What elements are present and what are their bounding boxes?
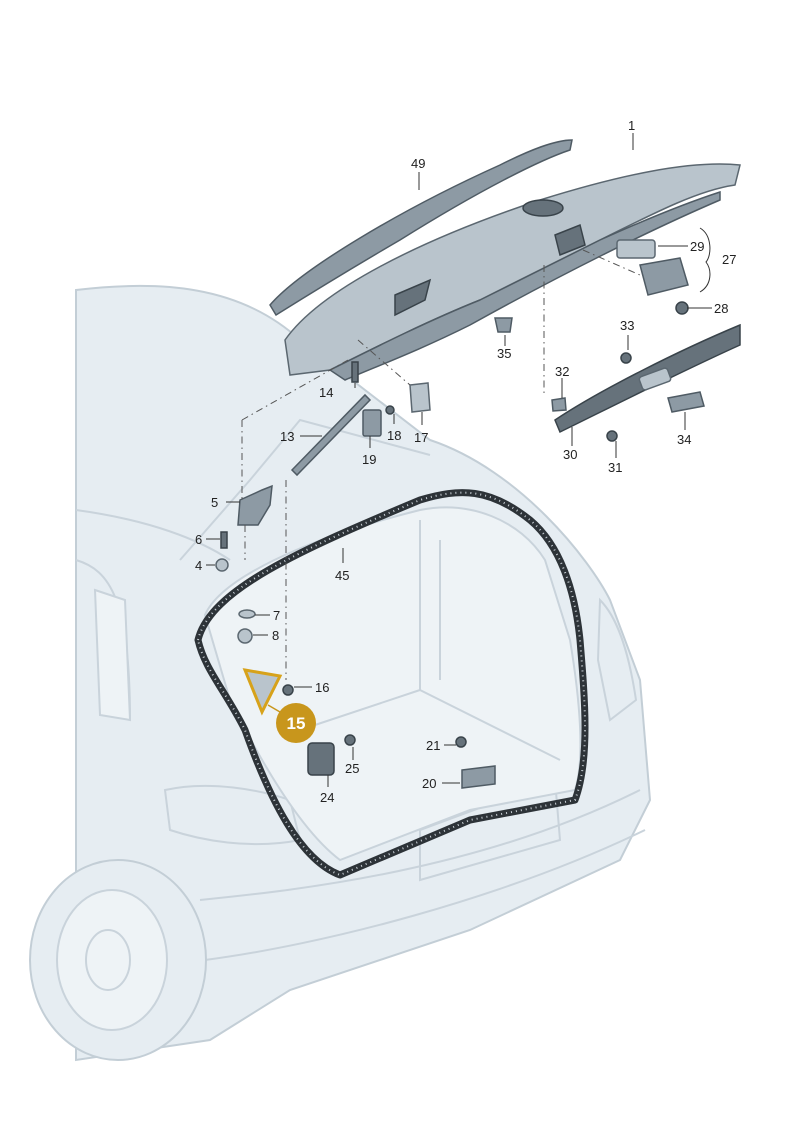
- callout-13: 13: [280, 429, 294, 444]
- highlighted-callout-15[interactable]: 15: [267, 703, 316, 743]
- tailgate-seal: [194, 489, 589, 879]
- callout-29: 29: [690, 239, 704, 254]
- callout-18: 18: [387, 428, 401, 443]
- callout-30: 30: [563, 447, 577, 462]
- callout-45: 45: [335, 568, 349, 583]
- callout-32: 32: [555, 364, 569, 379]
- callout-1: 1: [628, 118, 635, 133]
- callout-8: 8: [272, 628, 279, 643]
- leader-lines: [206, 133, 712, 787]
- callout-49: 49: [411, 156, 425, 171]
- callout-24: 24: [320, 790, 334, 805]
- callout-35: 35: [497, 346, 511, 361]
- parts-group: [215, 239, 741, 789]
- callout-21: 21: [426, 738, 440, 753]
- callout-33: 33: [620, 318, 634, 333]
- callout-31: 31: [608, 460, 622, 475]
- callout-27: 27: [722, 252, 736, 267]
- highlight-badge-label: 15: [287, 714, 306, 733]
- callout-16: 16: [315, 680, 329, 695]
- callout-14: 14: [319, 385, 333, 400]
- callout-labels: 1 49 29 27 28 35 33 32 34 30 31 14 13 18…: [195, 118, 736, 805]
- callout-25: 25: [345, 761, 359, 776]
- spoiler: [269, 139, 573, 317]
- callout-20: 20: [422, 776, 436, 791]
- callout-7: 7: [273, 608, 280, 623]
- callout-17: 17: [414, 430, 428, 445]
- highlight-badge[interactable]: [276, 703, 316, 743]
- callout-5: 5: [211, 495, 218, 510]
- tailgate-panel: [284, 163, 741, 381]
- callout-34: 34: [677, 432, 691, 447]
- callout-19: 19: [362, 452, 376, 467]
- callout-6: 6: [195, 532, 202, 547]
- callout-28: 28: [714, 301, 728, 316]
- callout-4: 4: [195, 558, 202, 573]
